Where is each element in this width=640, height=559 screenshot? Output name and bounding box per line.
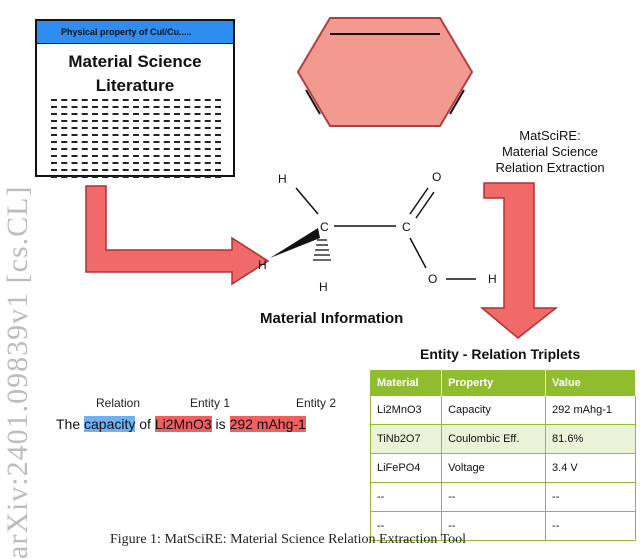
table-row: Li2MnO3 Capacity 292 mAhg-1	[370, 395, 636, 425]
table-row: LiFePO4 Voltage 3.4 V	[370, 453, 636, 483]
document-header: Physical property of CuI/Cu.....	[37, 21, 233, 44]
document-title: Material Science Literature	[68, 52, 202, 95]
atom-o-bottom: O	[428, 272, 438, 286]
relation-highlight: capacity	[84, 416, 136, 432]
table-row: -- -- --	[370, 482, 636, 512]
atom-o-top: O	[432, 170, 442, 184]
material-information-label: Material Information	[260, 310, 404, 327]
atom-c-right: C	[402, 220, 411, 234]
relation-header: Relation	[96, 396, 141, 410]
output-arrow	[479, 182, 559, 339]
benzene-hexagon	[296, 17, 474, 127]
example-sentence: The capacity of Li2MnO3 is 292 mAhg-1	[56, 416, 306, 432]
column-header: Material	[370, 370, 443, 396]
entity2-highlight: 292 mAhg-1	[229, 416, 306, 432]
table-row: -- -- --	[370, 511, 636, 541]
matscire-label: MatSciRE: Material Science Relation Extr…	[495, 128, 605, 175]
table-row: TiNb2O7 Coulombic Eff. 81.6%	[370, 424, 636, 454]
literature-document: Physical property of CuI/Cu..... Materia…	[35, 19, 235, 178]
figure-caption: Figure 1: MatSciRE: Material Science Rel…	[110, 532, 467, 547]
atom-h-bottom: H	[319, 280, 328, 294]
document-text-lines	[51, 99, 221, 183]
entity1-highlight: Li2MnO3	[154, 416, 212, 432]
table-header-row: Material Property Value	[370, 370, 636, 396]
atom-h-top: H	[278, 172, 287, 186]
atom-h-left: H	[258, 258, 267, 272]
triplets-title: Entity - Relation Triplets	[420, 346, 581, 362]
triplets-table: Material Property Value Li2MnO3 Capacity…	[370, 370, 636, 541]
entity1-header: Entity 1	[190, 396, 231, 410]
column-header: Value	[545, 370, 636, 396]
atom-c-left: C	[320, 220, 329, 234]
column-header: Property	[441, 370, 547, 396]
atom-h-right: H	[488, 272, 497, 286]
entity2-header: Entity 2	[296, 396, 337, 410]
input-arrow	[85, 185, 270, 286]
